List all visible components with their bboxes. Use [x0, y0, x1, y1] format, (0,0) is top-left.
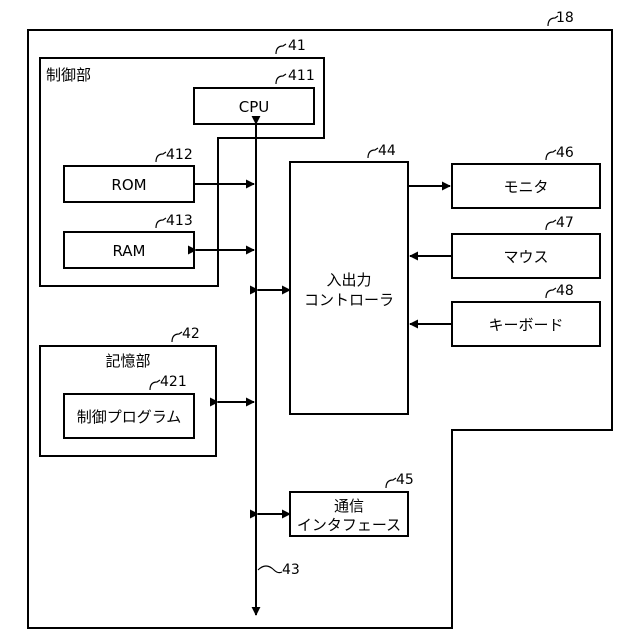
mouse-ref: 47	[556, 215, 574, 231]
rom-ref-leader	[156, 152, 166, 162]
io-controller-label-line2: コントローラ	[304, 291, 394, 309]
storage-ref: 42	[182, 326, 200, 342]
storage-title: 記憶部	[105, 352, 150, 370]
keyboard-ref: 48	[556, 283, 574, 299]
bus-ref-leader	[258, 566, 282, 573]
mouse-label: マウス	[503, 248, 548, 266]
ram-label: RAM	[112, 242, 145, 260]
monitor-ref-leader	[546, 150, 556, 160]
device-ref: 18	[556, 10, 574, 26]
control-unit-ref: 41	[288, 38, 306, 54]
keyboard-label: キーボード	[488, 316, 563, 334]
cpu-ref-leader	[276, 74, 286, 84]
keyboard-ref-leader	[546, 288, 556, 298]
comm-interface-label-line2: インタフェース	[297, 516, 401, 534]
cpu-ref: 411	[288, 68, 315, 84]
cpu-label: CPU	[239, 98, 270, 116]
rom-label: ROM	[111, 176, 146, 194]
ram-ref: 413	[166, 213, 193, 229]
control-program-label: 制御プログラム	[77, 408, 182, 426]
monitor-ref: 46	[556, 145, 574, 161]
storage-ref-leader	[172, 332, 182, 342]
mouse-ref-leader	[546, 220, 556, 230]
control-unit-title: 制御部	[46, 66, 91, 84]
control-unit-ref-leader	[276, 44, 286, 54]
comm-interface-ref: 45	[396, 472, 414, 488]
control-program-ref: 421	[160, 374, 187, 390]
ram-ref-leader	[156, 218, 166, 228]
comm-interface-ref-leader	[386, 478, 396, 488]
monitor-label: モニタ	[503, 178, 548, 196]
rom-ref: 412	[166, 147, 193, 163]
comm-interface-label-line1: 通信	[334, 497, 364, 515]
io-controller-ref-leader	[368, 148, 378, 158]
io-controller-label-line1: 入出力	[326, 271, 371, 289]
bus-ref: 43	[282, 562, 300, 578]
io-controller-ref: 44	[378, 143, 396, 159]
